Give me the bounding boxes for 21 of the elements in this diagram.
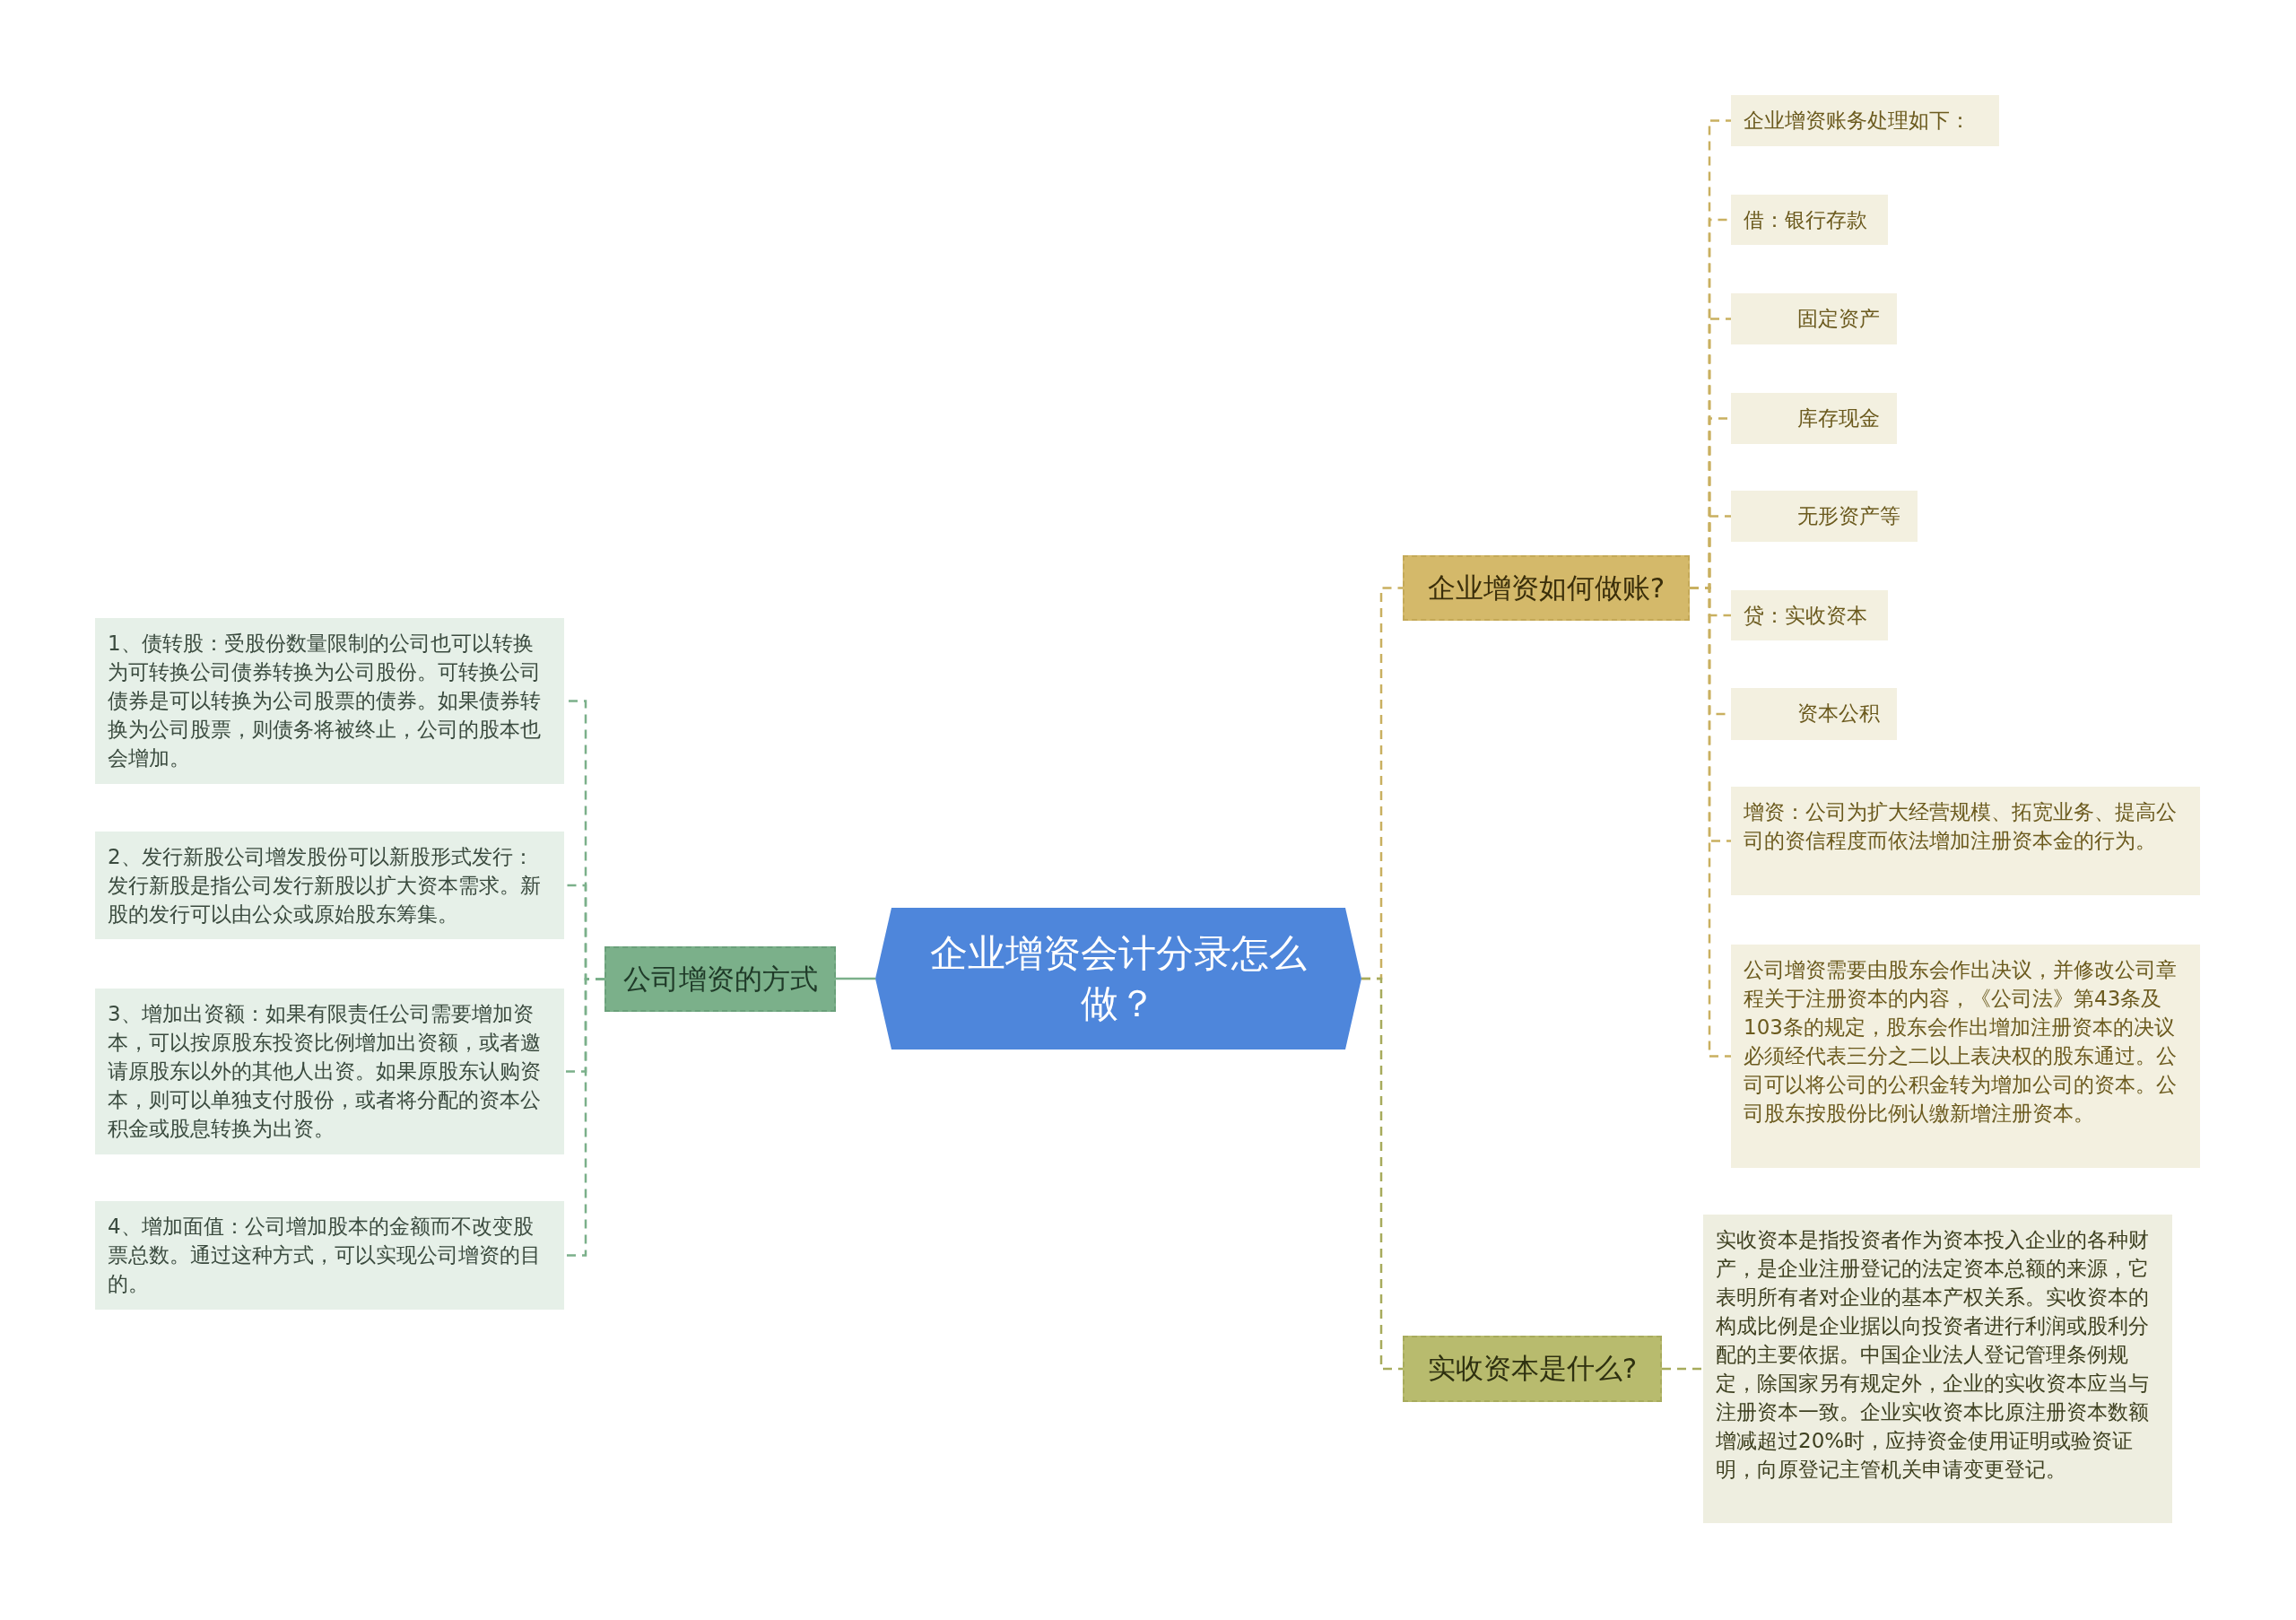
central-topic: 企业增资会计分录怎么做？ [875, 908, 1361, 1050]
connector-line [564, 978, 604, 1257]
branch-box: 企业增资如何做账? [1403, 555, 1690, 621]
text-box: 1、债转股：受股份数量限制的公司也可以转换为可转换公司债券转换为公司股份。可转换公司债券是可以转换为公司股票的债券。如果债券转换为公司股票，则债务将被终止，公司的股本也会增加。 [95, 618, 564, 784]
text-box: 无形资产等 [1731, 491, 1918, 542]
text-box: 4、增加面值：公司增加股本的金额而不改变股票总数。通过这种方式，可以实现公司增资的目的。 [95, 1201, 564, 1310]
text-box: 借：银行存款 [1731, 195, 1888, 245]
text-box: 固定资产 [1731, 293, 1897, 344]
text-box: 3、增加出资额：如果有限责任公司需要增加资本，可以按原股东投资比例增加出资额，或者邀请原股东以外的其他人出资。如果原股东认购资本，则可以单独支付股份，或者将分配的资本公积金或股息转换为出资。 [95, 989, 564, 1154]
text-box: 实收资本是指投资者作为资本投入企业的各种财产，是企业注册登记的法定资本总额的来源，它表明所有者对企业的基本产权关系。实收资本的构成比例是企业据以向投资者进行利润或股利分配的主要依据。中国企业法人登记管理条例规定，除国家另有规定外，企业的实收资本应当与注册资本一致。企业实收资本比原注册资本数额增减超过20%时，应持资金使用证明或验资证明，向原登记主管机关申请变更登记。 [1703, 1215, 2172, 1523]
connector-line [1662, 1367, 1703, 1371]
connector-line [1361, 977, 1403, 1371]
text-box: 贷：实收资本 [1731, 590, 1888, 640]
branch-box: 公司增资的方式 [604, 946, 836, 1012]
text-box: 公司增资需要由股东会作出决议，并修改公司章程关于注册资本的内容，《公司法》第43条及103条的规定，股东会作出增加注册资本的决议必须经代表三分之二以上表决权的股东通过。公司可以将公司的公积金转为增加公司的资本。公司股东按股份比例认缴新增注册资本。 [1731, 945, 2200, 1168]
branch-box: 实收资本是什么? [1403, 1336, 1662, 1402]
text-box: 企业增资账务处理如下： [1731, 95, 1999, 146]
text-box: 2、发行新股公司增发股份可以新股形式发行：发行新股是指公司发行新股以扩大资本需求。新股的发行可以由公众或原始股东筹集。 [95, 832, 564, 939]
text-box: 增资：公司为扩大经营规模、拓宽业务、提高公司的资信程度而依法增加注册资本金的行为。 [1731, 787, 2200, 895]
text-box: 库存现金 [1731, 393, 1897, 444]
text-box: 资本公积 [1731, 688, 1897, 740]
